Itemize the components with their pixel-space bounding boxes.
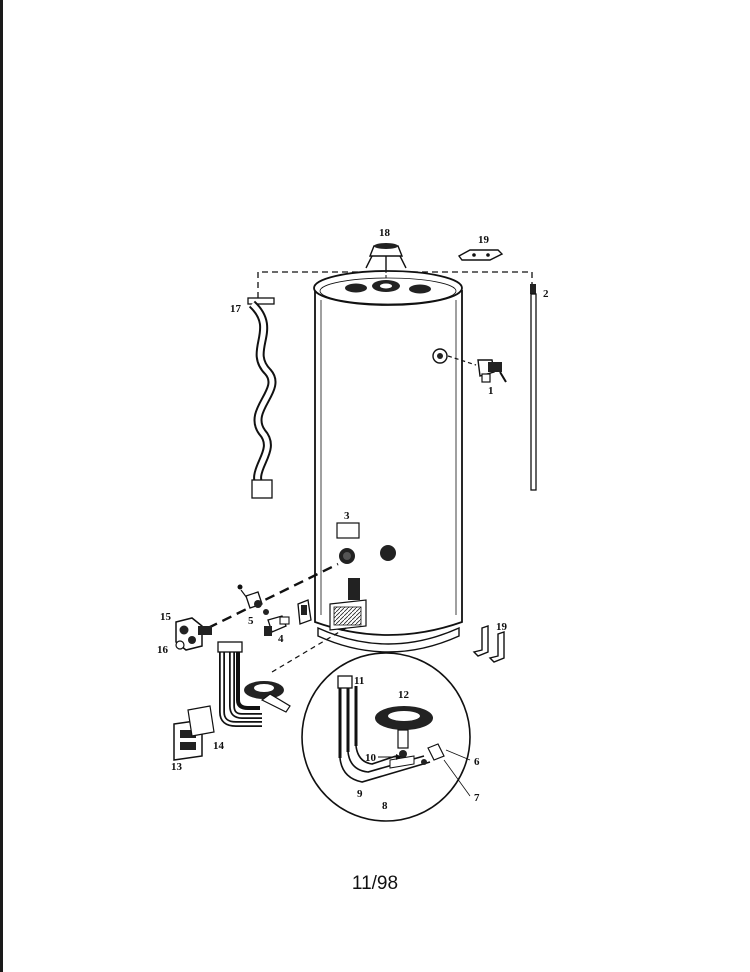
dashed-leader-gas-valve xyxy=(207,562,339,630)
burner-assembly-part-14 xyxy=(217,641,291,727)
burner-detail-view xyxy=(301,652,471,822)
callout-6: 6 xyxy=(474,756,480,768)
anode-rod-part-2 xyxy=(530,284,537,491)
callout-19-bottom: 19 xyxy=(496,621,508,633)
hot-outlet-port xyxy=(409,284,431,294)
bracket-part-19-top xyxy=(457,249,504,261)
callout-7: 7 xyxy=(474,792,480,804)
page-edge-rule xyxy=(0,0,3,972)
callout-18: 18 xyxy=(379,227,391,239)
door-plate xyxy=(187,705,215,737)
relief-valve-part-1 xyxy=(447,355,507,383)
callout-14: 14 xyxy=(213,740,225,752)
bracket-part-19-bottom xyxy=(472,625,505,663)
callout-16: 16 xyxy=(157,644,169,656)
callout-15: 15 xyxy=(160,611,172,623)
callout-9: 9 xyxy=(357,788,363,800)
callout-13: 13 xyxy=(171,761,183,773)
callout-3: 3 xyxy=(344,510,350,522)
callout-12: 12 xyxy=(398,689,410,701)
callout-8: 8 xyxy=(382,800,388,812)
callout-19-top: 19 xyxy=(478,234,490,246)
inner-door-plate xyxy=(297,599,312,625)
gas-control-valve-part-15-16 xyxy=(175,617,212,651)
callout-17: 17 xyxy=(230,303,242,315)
callout-1: 1 xyxy=(488,385,494,397)
callout-10: 10 xyxy=(365,752,377,764)
fitting-part-5 xyxy=(237,584,269,615)
access-door-opening xyxy=(348,578,360,600)
footer-date-code: 11/98 xyxy=(351,873,399,894)
callout-4: 4 xyxy=(278,633,284,645)
rating-label xyxy=(336,522,360,539)
callout-5: 5 xyxy=(248,615,254,627)
callout-2: 2 xyxy=(543,288,549,300)
draft-hood-part-18 xyxy=(365,243,407,280)
control-opening-right xyxy=(380,545,396,561)
cold-inlet-port xyxy=(345,283,367,293)
drain-valve-part-4 xyxy=(264,615,290,636)
flue-baffle-part-17 xyxy=(247,297,277,499)
callout-11: 11 xyxy=(354,675,364,687)
water-heater-tank xyxy=(313,270,463,653)
